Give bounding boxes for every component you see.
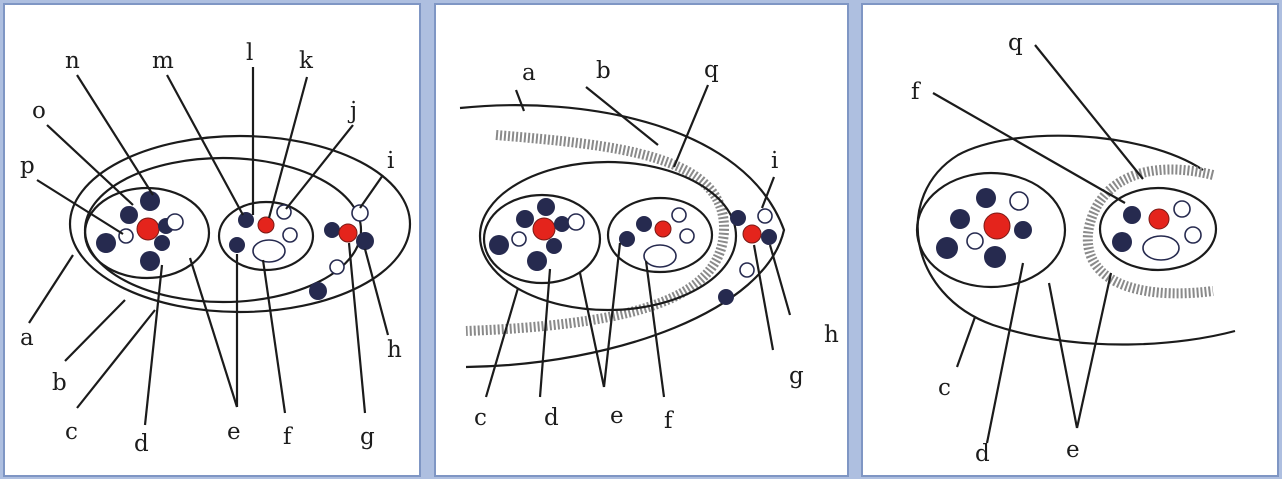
white-oval	[253, 240, 285, 262]
panel-2-leader-lines	[486, 85, 790, 397]
white-dot	[167, 214, 183, 230]
dark-dot	[154, 235, 170, 251]
white-dot	[758, 209, 772, 223]
panel-3-particles	[936, 188, 1201, 268]
dark-dot	[619, 231, 635, 247]
white-dot	[967, 233, 983, 249]
label-n: n	[65, 48, 80, 74]
panel-1-diagram: n m l k j o i p a b c d e f g h	[5, 5, 423, 479]
dark-dot	[636, 216, 652, 232]
label-d: d	[544, 405, 559, 431]
label-q: q	[704, 57, 719, 83]
dark-dot	[309, 282, 327, 300]
dark-dot	[718, 289, 734, 305]
label-j: j	[347, 98, 357, 124]
dark-dot	[489, 235, 509, 255]
label-e: e	[1066, 437, 1080, 463]
red-dot	[258, 217, 274, 233]
dark-dot	[730, 210, 746, 226]
white-oval	[644, 245, 676, 267]
white-dot	[740, 263, 754, 277]
label-p: p	[20, 153, 35, 179]
white-dot	[283, 228, 297, 242]
dark-dot	[984, 246, 1006, 268]
label-c: c	[938, 375, 951, 401]
dark-dot	[96, 233, 116, 253]
label-g: g	[789, 363, 804, 389]
label-f: f	[664, 408, 674, 434]
dark-dot	[1123, 206, 1141, 224]
label-e: e	[610, 403, 624, 429]
white-dot	[119, 229, 133, 243]
label-i: i	[771, 148, 778, 174]
panel-3-diagram: q f c d e	[863, 5, 1281, 479]
label-d: d	[975, 441, 990, 467]
panel-1: n m l k j o i p a b c d e f g h	[3, 3, 421, 477]
red-dot	[984, 213, 1010, 239]
white-dot	[1185, 227, 1201, 243]
label-b: b	[596, 58, 611, 84]
panel-1-leader-lines	[29, 67, 388, 425]
dark-dot	[140, 191, 160, 211]
white-oval	[1143, 236, 1179, 260]
white-dot	[672, 208, 686, 222]
label-c: c	[474, 405, 487, 431]
dark-dot	[537, 198, 555, 216]
label-i: i	[387, 148, 394, 174]
red-dot	[533, 218, 555, 240]
dark-dot	[140, 251, 160, 271]
dark-dot	[238, 212, 254, 228]
label-c: c	[65, 419, 78, 445]
dark-dot	[761, 229, 777, 245]
panel-2: a b q i c d e f g h	[434, 3, 849, 477]
white-dot	[680, 229, 694, 243]
label-o: o	[32, 98, 46, 124]
red-dot	[1149, 209, 1169, 229]
red-dot	[137, 218, 159, 240]
label-f: f	[911, 79, 921, 105]
dark-dot	[1014, 221, 1032, 239]
dark-dot	[516, 210, 534, 228]
dark-dot	[356, 232, 374, 250]
dark-dot	[120, 206, 138, 224]
white-dot	[330, 260, 344, 274]
label-e: e	[227, 419, 241, 445]
dark-dot	[229, 237, 245, 253]
label-a: a	[522, 60, 536, 86]
label-d: d	[134, 431, 149, 457]
dark-dot	[976, 188, 996, 208]
red-dot	[655, 221, 671, 237]
panel-3: q f c d e	[861, 3, 1279, 477]
red-dot	[743, 225, 761, 243]
dark-dot	[1112, 232, 1132, 252]
red-dot	[339, 224, 357, 242]
label-m: m	[152, 48, 174, 74]
dark-dot	[527, 251, 547, 271]
white-dot	[512, 232, 526, 246]
label-h: h	[387, 337, 402, 363]
dark-dot	[324, 222, 340, 238]
white-dot	[1010, 192, 1028, 210]
label-h: h	[824, 322, 839, 348]
dark-dot	[546, 238, 562, 254]
white-dot	[1174, 201, 1190, 217]
label-g: g	[360, 424, 375, 450]
dark-dot	[950, 209, 970, 229]
label-f: f	[283, 424, 293, 450]
panel-1-particles	[96, 191, 374, 300]
label-b: b	[52, 370, 67, 396]
panel-3-leader-lines	[933, 45, 1143, 443]
label-k: k	[299, 48, 314, 74]
panel-2-diagram: a b q i c d e f g h	[436, 5, 851, 479]
dark-dot	[936, 237, 958, 259]
label-a: a	[20, 325, 34, 351]
white-dot	[568, 214, 584, 230]
label-l: l	[246, 40, 253, 66]
label-q: q	[1008, 30, 1023, 56]
